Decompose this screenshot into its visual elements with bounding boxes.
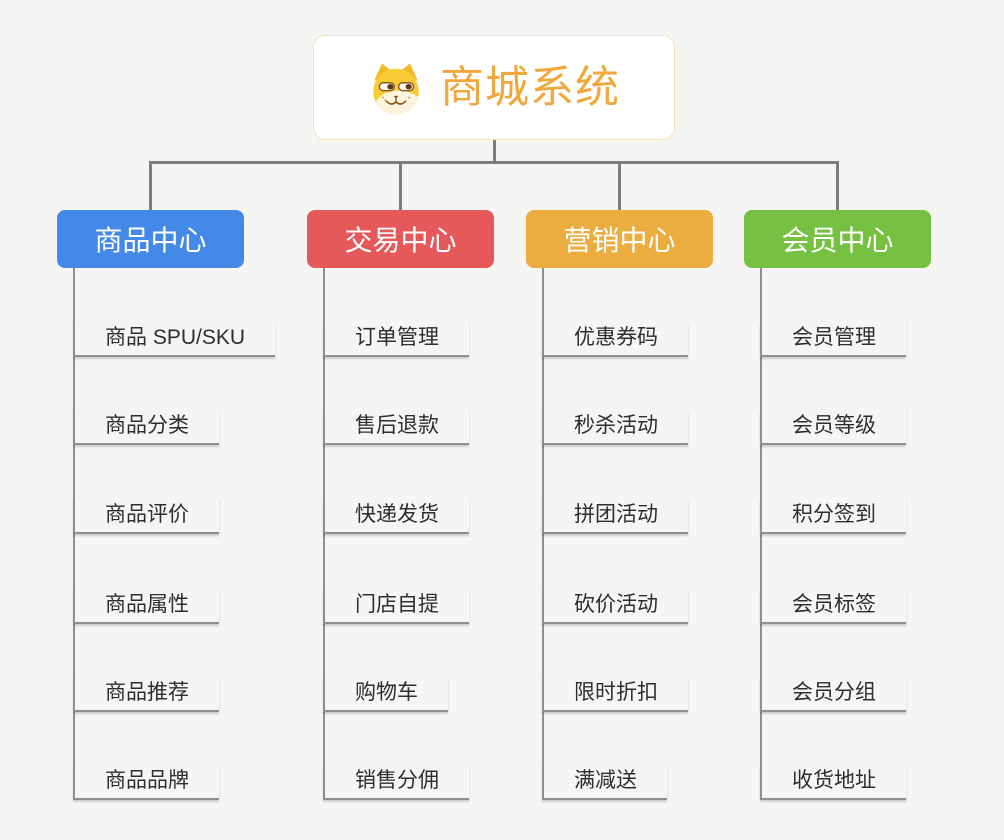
- connector-drop-members: [836, 161, 839, 210]
- topic-item[interactable]: 商品属性: [73, 588, 219, 624]
- topic-item[interactable]: 会员标签: [760, 588, 906, 624]
- topic-item[interactable]: 优惠券码: [542, 321, 688, 357]
- doge-icon: [373, 63, 419, 114]
- connector-root-stub: [493, 140, 496, 164]
- connector-spine-marketing: [542, 268, 544, 800]
- connector-spine-members: [760, 268, 762, 800]
- topic-item[interactable]: 商品品牌: [73, 764, 219, 800]
- topic-item[interactable]: 会员等级: [760, 409, 906, 445]
- connector-drop-marketing: [618, 161, 621, 210]
- topic-item[interactable]: 商品评价: [73, 498, 219, 534]
- connector-drop-trade: [399, 161, 402, 210]
- topic-item[interactable]: 满减送: [542, 764, 667, 800]
- topic-item[interactable]: 砍价活动: [542, 588, 688, 624]
- topic-item[interactable]: 会员管理: [760, 321, 906, 357]
- connector-drop-products: [149, 161, 152, 210]
- topic-item[interactable]: 限时折扣: [542, 676, 688, 712]
- branch-label: 商品中心: [94, 225, 207, 256]
- branch-label: 交易中心: [344, 225, 457, 256]
- topic-item[interactable]: 门店自提: [323, 588, 469, 624]
- topic-item[interactable]: 拼团活动: [542, 498, 688, 534]
- topic-item[interactable]: 收货地址: [760, 764, 906, 800]
- branch-node-products[interactable]: 商品中心: [57, 210, 244, 268]
- branch-node-marketing[interactable]: 营销中心: [526, 210, 713, 268]
- root-node[interactable]: 商城系统: [313, 35, 675, 140]
- connector-spine-products: [73, 268, 75, 800]
- topic-item[interactable]: 快递发货: [323, 498, 469, 534]
- root-title: 商城系统: [440, 62, 620, 112]
- topic-item[interactable]: 售后退款: [323, 409, 469, 445]
- branch-node-members[interactable]: 会员中心: [744, 210, 931, 268]
- topic-item[interactable]: 会员分组: [760, 676, 906, 712]
- topic-item[interactable]: 商品 SPU/SKU: [73, 321, 276, 357]
- branch-label: 会员中心: [781, 225, 894, 256]
- connector-bus: [149, 161, 839, 164]
- topic-item[interactable]: 积分签到: [760, 498, 906, 534]
- topic-item[interactable]: 销售分佣: [323, 764, 469, 800]
- topic-item[interactable]: 商品推荐: [73, 676, 219, 712]
- topic-item[interactable]: 商品分类: [73, 409, 219, 445]
- branch-label: 营销中心: [563, 225, 676, 256]
- topic-item[interactable]: 秒杀活动: [542, 409, 688, 445]
- topic-item[interactable]: 购物车: [323, 676, 448, 712]
- branch-node-trade[interactable]: 交易中心: [307, 210, 494, 268]
- connector-spine-trade: [323, 268, 325, 800]
- topic-item[interactable]: 订单管理: [323, 321, 469, 357]
